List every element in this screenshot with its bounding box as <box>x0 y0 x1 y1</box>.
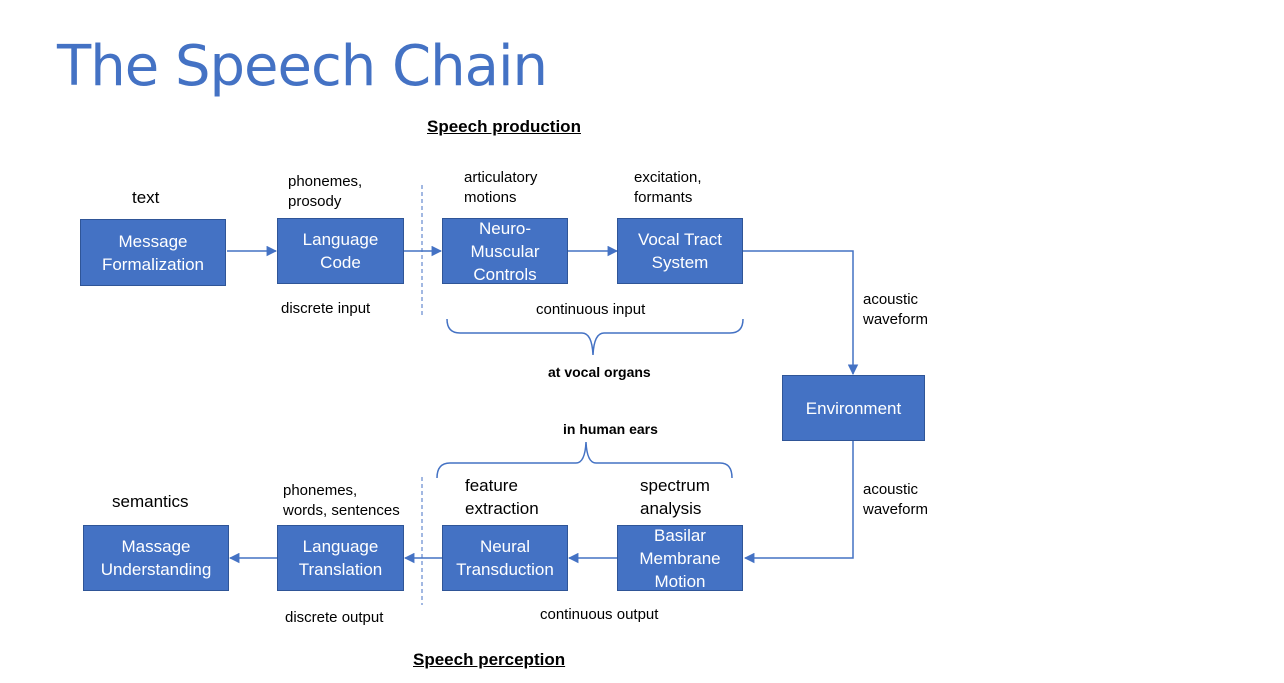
language-code-box: Language Code <box>277 218 404 284</box>
page-title: The Speech Chain <box>57 34 548 99</box>
spectrum-analysis-label: spectrum analysis <box>640 476 710 518</box>
environment-box: Environment <box>782 375 925 441</box>
neural-transduction-box: Neural Transduction <box>442 525 568 591</box>
arrow-vocal-to-environment <box>743 250 859 376</box>
articulatory-motions-label: articulatory motions <box>464 169 538 206</box>
neuro-muscular-controls-box: Neuro- Muscular Controls <box>442 218 568 284</box>
discrete-input-label: discrete input <box>281 300 371 317</box>
at-vocal-organs-label: at vocal organs <box>548 364 651 380</box>
semantics-label: semantics <box>112 492 189 511</box>
acoustic-waveform-bottom-label: acoustic waveform <box>863 481 929 518</box>
vocal-tract-system-box: Vocal Tract System <box>617 218 743 284</box>
phonemes-words-sentences-label: phonemes, words, sentences <box>283 482 400 519</box>
speech-production-heading: Speech production <box>427 117 581 136</box>
acoustic-waveform-top-label: acoustic waveform <box>863 291 929 328</box>
arrow-environment-to-basilar <box>743 441 854 564</box>
excitation-formants-label: excitation, formants <box>634 169 702 206</box>
basilar-membrane-motion-box: Basilar Membrane Motion <box>617 525 743 591</box>
discrete-output-label: discrete output <box>285 609 384 626</box>
text-label: text <box>132 188 160 207</box>
continuous-output-label: continuous output <box>540 606 659 623</box>
brace-human-ears <box>436 441 733 479</box>
brace-vocal-organs <box>446 318 744 356</box>
continuous-input-label: continuous input <box>536 301 646 318</box>
phonemes-prosody-label: phonemes, prosody <box>288 173 363 210</box>
in-human-ears-label: in human ears <box>563 421 658 437</box>
massage-understanding-box: Massage Understanding <box>83 525 229 591</box>
feature-extraction-label: feature extraction <box>465 476 539 518</box>
language-translation-box: Language Translation <box>277 525 404 591</box>
speech-perception-heading: Speech perception <box>413 650 566 669</box>
message-formalization-box: Message Formalization <box>80 219 226 286</box>
